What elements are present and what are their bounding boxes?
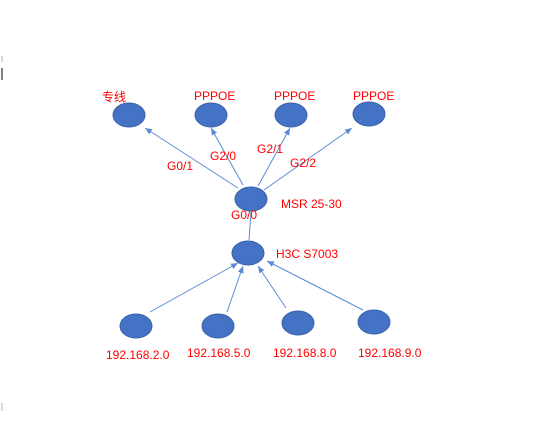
node-router: [234, 186, 268, 212]
label-subnet-4: 192.168.9.0: [358, 346, 422, 360]
label-pppoe-2: PPPOE: [274, 89, 315, 103]
label-interface-g2-2: G2/2: [290, 156, 316, 170]
label-router: MSR 25-30: [281, 197, 342, 211]
node-pppoe-1: [194, 102, 228, 128]
node-core-switch: [231, 240, 265, 266]
edge-subnet-3-switch: [257, 265, 287, 309]
label-subnet-2: 192.168.5.0: [187, 346, 251, 360]
label-pppoe-1: PPPOE: [194, 89, 235, 103]
edge-router-pppoe-3: [263, 127, 353, 191]
node-pppoe-2: [274, 102, 308, 128]
edge-subnet-2-switch: [226, 265, 244, 313]
edge-router-pppoe-2: [257, 127, 291, 187]
node-subnet-4: [357, 309, 391, 335]
edge-subnet-4-switch: [266, 260, 364, 311]
label-interface-g2-1: G2/1: [257, 142, 283, 156]
label-dedicated-line: 专线: [102, 89, 126, 104]
node-dedicated-line: [112, 102, 146, 128]
label-subnet-3: 192.168.8.0: [273, 346, 337, 360]
edge-switch-router: [248, 211, 252, 241]
label-pppoe-3: PPPOE: [353, 89, 394, 103]
node-subnet-2: [201, 313, 235, 339]
node-subnet-3: [281, 310, 315, 336]
label-interface-g0-0: G0/0: [231, 208, 257, 222]
label-interface-g0-1: G0/1: [167, 159, 193, 173]
edge-router-dedicated-line: [144, 127, 239, 189]
edge-subnet-1-switch: [149, 262, 239, 313]
label-interface-g2-0: G2/0: [210, 149, 236, 163]
node-subnet-1: [119, 313, 153, 339]
edge-router-pppoe-1: [210, 127, 244, 186]
label-subnet-1: 192.168.2.0: [106, 348, 170, 362]
label-core-switch: H3C S7003: [276, 247, 338, 261]
node-pppoe-3: [352, 101, 386, 127]
